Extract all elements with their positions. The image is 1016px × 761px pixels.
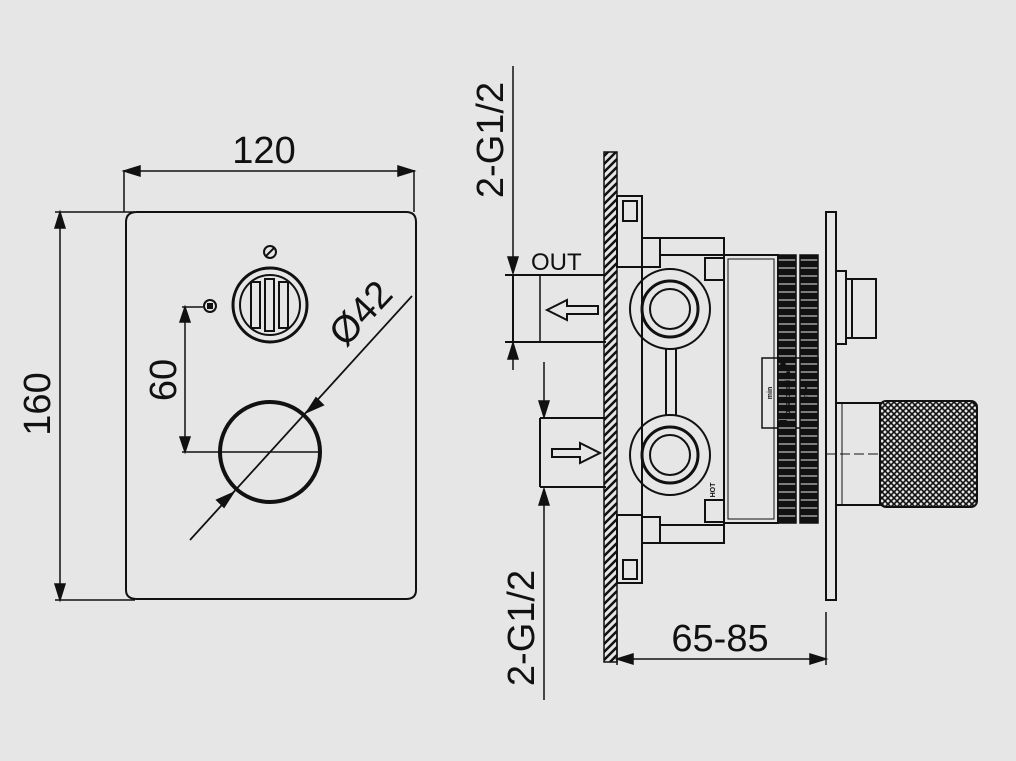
- diameter-dimension: [189, 295, 413, 541]
- outlet-thread-label: 2-G1/2: [470, 82, 512, 198]
- threaded-sleeve-2: [799, 254, 819, 524]
- main-knob: [218, 400, 322, 504]
- side-view: 2-G1/2 OUT 2-G1/2: [470, 66, 978, 700]
- width-dim-label: 120: [232, 130, 295, 172]
- valve-body: [616, 195, 819, 584]
- trim-plate: [825, 211, 837, 601]
- indicator-dot-left: [203, 299, 217, 313]
- outlet-thread-dimension: [506, 66, 520, 370]
- threaded-sleeve: [777, 254, 797, 524]
- out-label: OUT: [531, 249, 582, 276]
- height-dim-label: 160: [17, 372, 59, 435]
- width-dimension: [121, 164, 417, 212]
- indicator-dot-top: [263, 245, 277, 259]
- height-dimension: [53, 209, 135, 603]
- front-view: 120 160: [17, 130, 417, 603]
- diverter-spindle: [835, 270, 877, 345]
- inlet-pipe: [539, 417, 606, 488]
- knurled-grip: [879, 400, 978, 508]
- diverter-knob: [231, 266, 309, 344]
- inlet-thread-label: 2-G1/2: [501, 570, 543, 686]
- front-plate: [125, 211, 417, 600]
- thermostat-handle: [826, 400, 978, 508]
- hot-label: HOT: [710, 482, 717, 498]
- offset-dim-label: 60: [143, 359, 185, 401]
- diameter-dim-label: Ø42: [321, 273, 401, 354]
- svg-text:best position: best position: [785, 371, 792, 415]
- svg-text:min: min: [767, 387, 774, 399]
- inlet-thread-dimension: [537, 362, 551, 700]
- svg-text:max: max: [803, 386, 810, 400]
- outlet-pipe: [505, 274, 606, 343]
- depth-dim-label: 65-85: [671, 618, 768, 660]
- offset-dimension: [178, 304, 320, 455]
- wall-section: [603, 151, 618, 663]
- label-plate-text: min best position max: [767, 360, 810, 426]
- depth-dimension: [614, 612, 829, 666]
